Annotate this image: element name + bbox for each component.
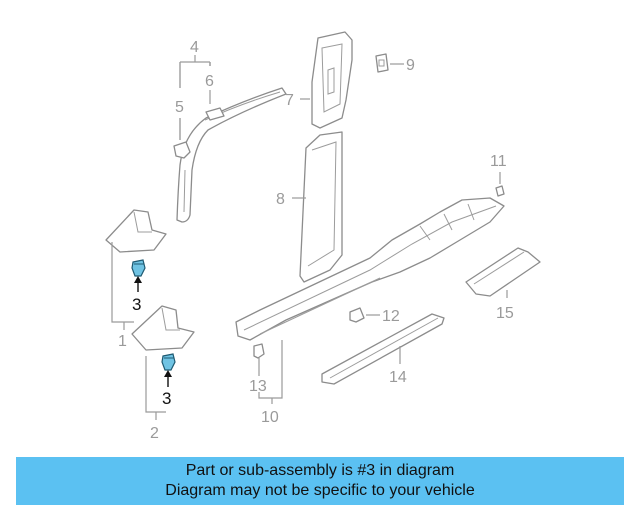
callout-2: 2 (150, 425, 159, 442)
clip-6 (205, 107, 225, 121)
callout-15: 15 (496, 305, 514, 322)
callout-4: 4 (190, 39, 199, 56)
banner-line-2: Diagram may not be specific to your vehi… (165, 482, 475, 499)
callout-9: 9 (406, 57, 415, 74)
scuff-trim-bracket-lower (131, 305, 195, 351)
a-pillar-trim (176, 87, 287, 223)
banner-line-1: Part or sub-assembly is #3 in diagram (185, 462, 455, 479)
callout-11: 11 (490, 153, 507, 170)
clip-9 (375, 53, 389, 73)
callout-14: 14 (389, 369, 407, 386)
clip-13 (253, 343, 265, 359)
highlight-leaders (134, 276, 172, 387)
rocker-sill-trim (235, 197, 505, 341)
callout-8: 8 (276, 191, 285, 208)
info-banner: Part or sub-assembly is #3 in diagram Di… (16, 457, 624, 505)
callout-10: 10 (261, 409, 279, 426)
clip-5 (173, 141, 191, 159)
callout-7: 7 (285, 92, 294, 109)
callout-1: 1 (118, 333, 127, 350)
callout-5: 5 (175, 99, 184, 116)
clip-11 (495, 185, 505, 197)
b-pillar-lower-trim (299, 131, 343, 283)
clip-3-upper[interactable] (131, 259, 146, 277)
callout-6: 6 (205, 73, 214, 90)
callout-12: 12 (382, 308, 400, 325)
callout-3-upper: 3 (132, 295, 141, 314)
scuff-plate-15 (465, 247, 541, 297)
callout-13: 13 (249, 378, 267, 395)
clip-12 (349, 307, 365, 323)
parts-diagram: 4 5 6 7 9 8 11 12 13 10 14 15 1 2 3 3 (105, 31, 541, 442)
clip-3-lower[interactable] (161, 353, 176, 371)
scuff-trim-bracket-upper (105, 209, 167, 253)
leader-lines (111, 55, 508, 420)
callout-3-lower: 3 (162, 389, 171, 408)
